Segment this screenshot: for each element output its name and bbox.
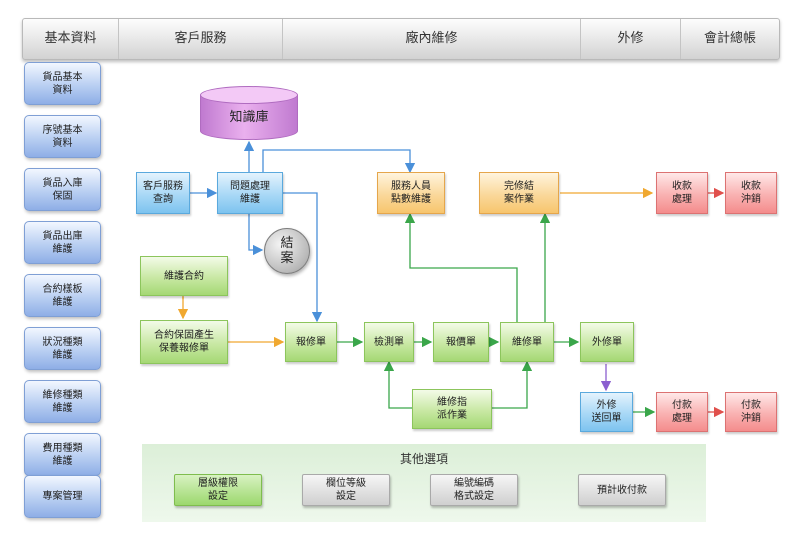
numbering-format-button[interactable]: 編號編碼 格式設定 [430,474,518,506]
sidebar-item-serial-basic[interactable]: 序號基本 資料 [24,115,101,158]
sidebar-item-status-types[interactable]: 狀況種類 維護 [24,327,101,370]
sidebar-item-product-basic[interactable]: 貨品基本 資料 [24,62,101,105]
service-staff-points-box[interactable]: 服務人員 點數維護 [377,172,445,214]
outsourced-form-box[interactable]: 外修單 [580,322,634,362]
contract-warranty-box[interactable]: 合約保固產生 保養報修單 [140,320,228,364]
knowledge-base[interactable]: 知識庫 [200,86,298,140]
sidebar-item-stock-in-warranty[interactable]: 貨品入庫 保固 [24,168,101,211]
tab-in-house-repair[interactable]: 廠內維修 [283,19,581,59]
repair-dispatch-box[interactable]: 維修指 派作業 [412,389,492,429]
knowledge-base-top [200,86,298,104]
repair-form-box[interactable]: 維修單 [500,322,554,362]
maintenance-contract-box[interactable]: 維護合約 [140,256,228,296]
receipt-offset-box[interactable]: 收款 沖銷 [725,172,777,214]
sidebar-item-contract-template[interactable]: 合約樣板 維護 [24,274,101,317]
sidebar-item-repair-types[interactable]: 維修種類 維護 [24,380,101,423]
outsourced-return-box[interactable]: 外修 送回單 [580,392,633,432]
payment-processing-box[interactable]: 付款 處理 [656,392,708,432]
tab-basic-data[interactable]: 基本資料 [23,19,119,59]
close-case-circle[interactable]: 結 案 [264,228,310,274]
issue-handling-box[interactable]: 問題處理 維護 [217,172,283,214]
knowledge-base-label: 知識庫 [229,110,269,125]
expected-payments-button[interactable]: 預計收付款 [578,474,666,506]
tab-accounting-ledger[interactable]: 會計總帳 [703,31,756,46]
inspection-form-box[interactable]: 檢測單 [364,322,414,362]
repair-complete-box[interactable]: 完修結 案作業 [479,172,559,214]
field-level-button[interactable]: 欄位等級 設定 [302,474,390,506]
customer-query-box[interactable]: 客戶服務 查詢 [136,172,190,214]
receipt-processing-box[interactable]: 收款 處理 [656,172,708,214]
tab-customer-service[interactable]: 客戶服務 [119,19,283,59]
sidebar-item-project-mgmt[interactable]: 專案管理 [24,475,101,518]
other-options-title: 其他選項 [399,452,448,466]
payment-offset-box[interactable]: 付款 沖銷 [725,392,777,432]
sidebar-item-fee-types[interactable]: 費用種類 維護 [24,433,101,476]
sidebar-item-stock-out[interactable]: 貨品出庫 維護 [24,221,101,264]
module-header: 基本資料 客戶服務 廠內維修 外修 會計總帳 [22,18,780,60]
repair-report-box[interactable]: 報修單 [285,322,337,362]
level-permission-button[interactable]: 層級權限 設定 [174,474,262,506]
quotation-form-box[interactable]: 報價單 [433,322,489,362]
tab-outsourced-repair[interactable]: 外修 [581,19,681,59]
